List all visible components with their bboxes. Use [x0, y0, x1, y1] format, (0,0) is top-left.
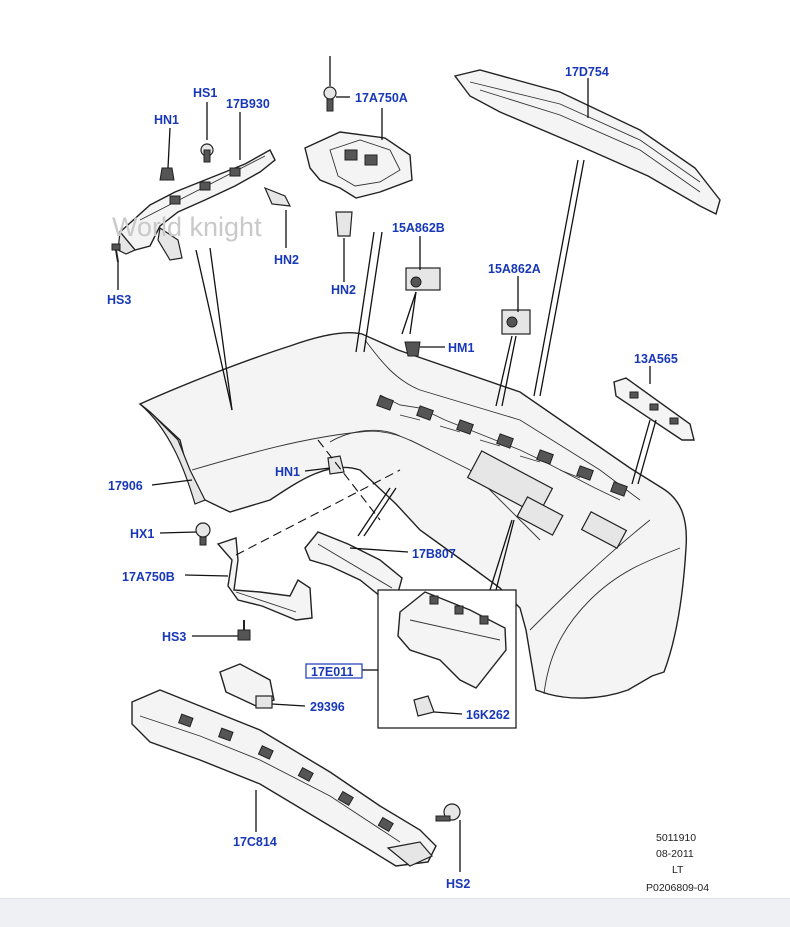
bracket-13a565 — [613, 377, 695, 441]
part-labels: HS1 17B930 HN1 17A750A 17D754 HN2 HN2 HS… — [107, 65, 678, 891]
label-17e011: 17E011 — [311, 665, 353, 679]
label-17906: 17906 — [108, 479, 143, 493]
label-hn1-mid: HN1 — [275, 465, 300, 479]
label-hm1: HM1 — [448, 341, 474, 355]
highlight-box-17e011 — [305, 663, 363, 679]
exploded-view-svg: HS1 17B930 HN1 17A750A 17D754 HN2 HN2 HS… — [107, 56, 721, 894]
reinforcement-17c814 — [131, 689, 437, 867]
fastener-hx1 — [195, 522, 211, 546]
reference-block: 5011910 08-2011 LT P0206809-04 — [646, 832, 709, 894]
label-17a750b: 17A750B — [122, 570, 175, 584]
label-hx1: HX1 — [130, 527, 154, 541]
label-hs1: HS1 — [193, 86, 217, 100]
ref-line-1: 5011910 — [656, 832, 696, 844]
bracket-17b930 — [111, 143, 292, 263]
label-17a750a: 17A750A — [355, 91, 408, 105]
label-17b930: 17B930 — [226, 97, 270, 111]
label-15a862b: 15A862B — [392, 221, 445, 235]
watermark-text: World knight — [112, 212, 262, 242]
rear-bumper-cover — [138, 332, 688, 699]
label-29396: 29396 — [310, 700, 345, 714]
sensor-bracket-15a862b — [405, 267, 441, 291]
screw-hs3-bottom — [237, 620, 251, 641]
label-hs2: HS2 — [446, 877, 470, 891]
ref-line-3: LT — [672, 864, 684, 876]
label-16k262: 16K262 — [466, 708, 510, 722]
label-17c814: 17C814 — [233, 835, 277, 849]
step-pad-17d754 — [453, 69, 721, 216]
bracket-17a750a — [304, 86, 413, 237]
leader-lines — [117, 56, 657, 872]
label-hn1-top: HN1 — [154, 113, 179, 127]
label-17b807: 17B807 — [412, 547, 456, 561]
label-hn2-center: HN2 — [331, 283, 356, 297]
clip-hm1 — [404, 341, 421, 357]
label-15a862a: 15A862A — [488, 262, 541, 276]
label-hn2-right: HN2 — [274, 253, 299, 267]
module-29396 — [219, 663, 275, 709]
label-13a565: 13A565 — [634, 352, 678, 366]
label-hs3-bottom: HS3 — [162, 630, 186, 644]
label-hs3-top: HS3 — [107, 293, 131, 307]
bracket-17a750b — [216, 537, 313, 621]
inset-17e011 — [377, 589, 517, 729]
sensor-bracket-15a862a — [501, 309, 531, 335]
bolt-hs2 — [435, 803, 461, 822]
bottom-band — [0, 898, 790, 927]
ref-line-4: P0206809-04 — [646, 882, 709, 894]
label-17d754: 17D754 — [565, 65, 609, 79]
ref-line-2: 08-2011 — [656, 848, 694, 860]
